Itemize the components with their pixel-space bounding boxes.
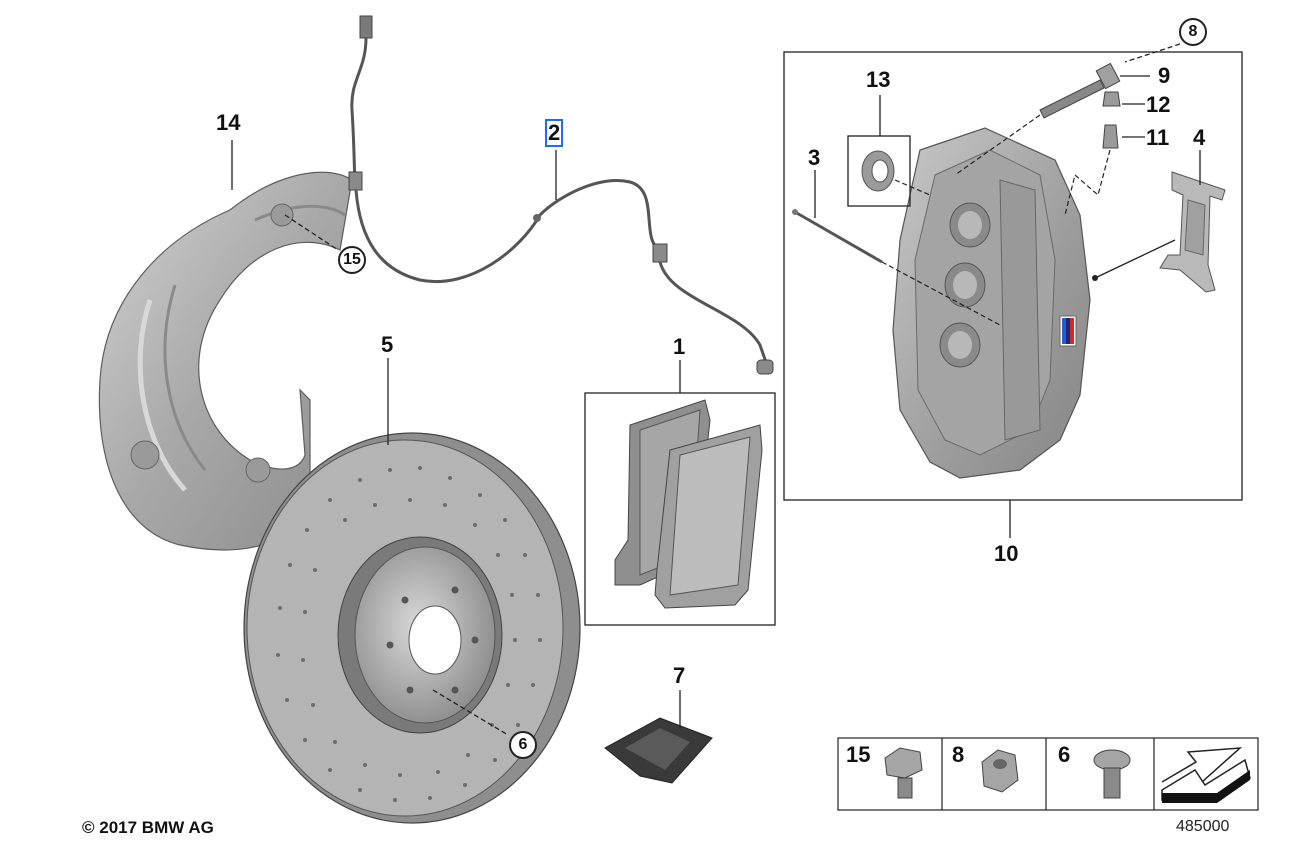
callout-14[interactable]: 14 (216, 110, 241, 135)
callout-2[interactable]: 2 (544, 119, 564, 147)
brake-disc[interactable] (243, 432, 581, 824)
seal-box (847, 135, 911, 207)
leader-15 (284, 214, 339, 251)
leader-13-dash (894, 179, 931, 196)
caliper-bolt[interactable] (1039, 62, 1121, 119)
legend-label-6: 6 (1058, 742, 1071, 767)
callout-5[interactable]: 5 (381, 332, 394, 357)
callout-1[interactable]: 1 (673, 334, 686, 359)
callout-8-circled[interactable]: 8 (1179, 18, 1207, 46)
callout-3[interactable]: 3 (808, 145, 821, 170)
diagram-number: 485000 (1176, 818, 1230, 835)
legend-nut-8[interactable] (981, 749, 1019, 793)
guide-pin[interactable] (792, 209, 883, 264)
anti-rattle-spring[interactable] (1159, 171, 1226, 293)
leader-9-dash (954, 114, 1041, 176)
legend-label-15: 15 (846, 742, 871, 767)
brake-caliper[interactable] (892, 127, 1091, 479)
leader-4-dash (1094, 239, 1176, 279)
leader-11-dash (1064, 149, 1111, 216)
callout-15-circled[interactable]: 15 (338, 246, 366, 274)
next-page-arrow-icon[interactable] (1161, 747, 1251, 803)
dust-shield[interactable] (98, 171, 353, 551)
callout-12[interactable]: 12 (1146, 92, 1171, 117)
dust-cap[interactable] (1102, 91, 1121, 107)
legend-label-8: 8 (952, 742, 965, 767)
callout-9[interactable]: 9 (1158, 63, 1171, 88)
brake-pads[interactable] (614, 399, 763, 609)
legend-bolt-6[interactable] (1093, 749, 1131, 799)
callout-4[interactable]: 4 (1193, 125, 1206, 150)
callout-13[interactable]: 13 (866, 67, 891, 92)
leader-6 (432, 689, 509, 736)
copyright-text: © 2017 BMW AG (82, 818, 214, 837)
leader-3-dash (881, 261, 1001, 326)
callout-10[interactable]: 10 (994, 541, 1019, 566)
leader-8 (1124, 43, 1181, 63)
wear-sensor[interactable] (348, 15, 774, 375)
caliper-box (783, 51, 1243, 501)
callout-11[interactable]: 11 (1146, 125, 1170, 150)
seal-ring[interactable] (861, 150, 895, 192)
assembly-paste[interactable] (604, 717, 713, 784)
hardware-legend (837, 737, 1259, 811)
callout-6-circled[interactable]: 6 (509, 731, 537, 759)
bleeder-valve[interactable] (1102, 124, 1119, 149)
legend-bolt-15[interactable] (884, 747, 923, 799)
callout-7[interactable]: 7 (673, 663, 686, 688)
